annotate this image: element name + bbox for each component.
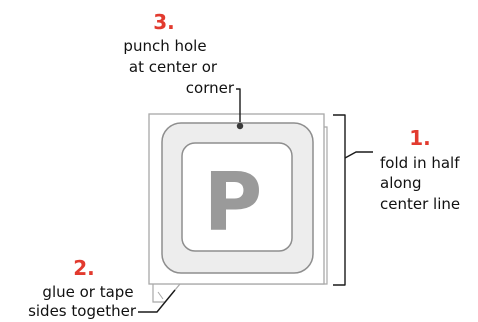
step-1-line-1: fold in half [380, 154, 460, 172]
step-3-line-2: at center or [129, 58, 218, 76]
step-2-line-1: glue or tape [42, 283, 133, 301]
step-1-line-3: center line [380, 195, 460, 213]
tag-back-edge [157, 291, 164, 300]
step-2-line-2: sides together [28, 302, 137, 320]
fold-bracket [333, 114, 346, 286]
tag-inner-label [181, 142, 293, 252]
step-1-leader-line [344, 151, 373, 159]
step-1-number: 1. [409, 126, 431, 150]
step-3-leader-line [236, 88, 241, 122]
step-1-line-2: along [380, 174, 422, 192]
step-3-line-3: corner [186, 79, 235, 97]
tag-letter-p: P [204, 156, 263, 249]
step-2-number: 2. [73, 256, 95, 280]
step-3-line-1: punch hole [123, 37, 206, 55]
punch-hole-dot [236, 122, 244, 130]
step-3-number: 3. [153, 10, 175, 34]
step-2-leader-line [138, 289, 176, 313]
